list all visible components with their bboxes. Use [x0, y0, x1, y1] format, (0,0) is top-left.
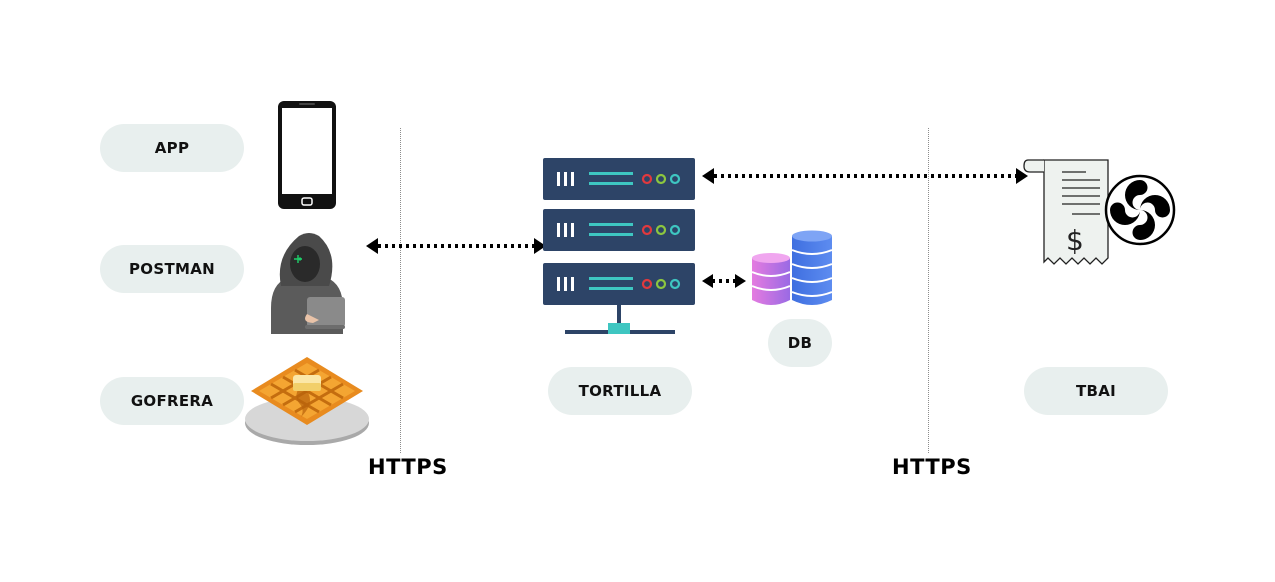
server-rack-icon	[543, 158, 695, 334]
smartphone-icon	[278, 101, 336, 209]
boundary-line-left	[400, 128, 401, 453]
receipt-icon: $	[1023, 159, 1109, 265]
tortilla-label: TORTILLA	[548, 367, 692, 415]
postman-label: POSTMAN	[100, 245, 244, 293]
svg-text:$: $	[1066, 224, 1084, 257]
gofrera-label: GOFRERA	[100, 377, 244, 425]
hacker-icon	[271, 233, 345, 334]
protocol-label-right: HTTPS	[892, 455, 972, 479]
waffle-icon	[245, 357, 369, 445]
lauburu-icon	[1104, 174, 1176, 246]
boundary-line-right	[928, 128, 929, 453]
app-label: APP	[100, 124, 244, 172]
server-db-arrow	[702, 274, 746, 288]
protocol-label-left: HTTPS	[368, 455, 448, 479]
tbai-label: TBAI	[1024, 367, 1168, 415]
database-icon	[751, 230, 833, 305]
server-tbai-arrow	[702, 168, 1028, 184]
client-server-arrow	[366, 238, 546, 254]
db-label: DB	[768, 319, 832, 367]
